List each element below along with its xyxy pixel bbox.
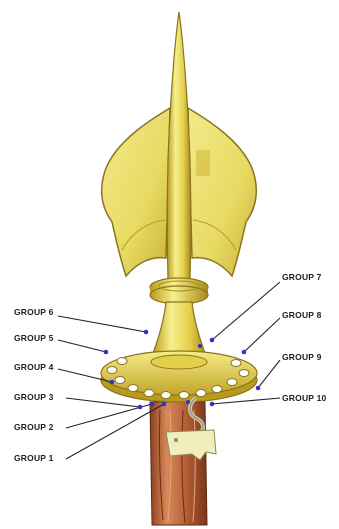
wing-right [188, 108, 256, 276]
collar-ring [150, 278, 208, 304]
label-group-9: GROUP 9 [282, 352, 322, 362]
central-spike [167, 12, 191, 280]
base-disk [101, 351, 257, 402]
label-group-10: GROUP 10 [282, 393, 326, 403]
label-group-3: GROUP 3 [14, 392, 54, 402]
label-group-2: GROUP 2 [14, 422, 54, 432]
label-group-6: GROUP 6 [14, 307, 54, 317]
label-group-8: GROUP 8 [282, 310, 322, 320]
label-group-5: GROUP 5 [14, 333, 54, 343]
label-group-1: GROUP 1 [14, 453, 54, 463]
wing-left [102, 108, 170, 276]
label-group-4: GROUP 4 [14, 362, 54, 372]
finial-neck [152, 302, 206, 356]
label-group-7: GROUP 7 [282, 272, 322, 282]
